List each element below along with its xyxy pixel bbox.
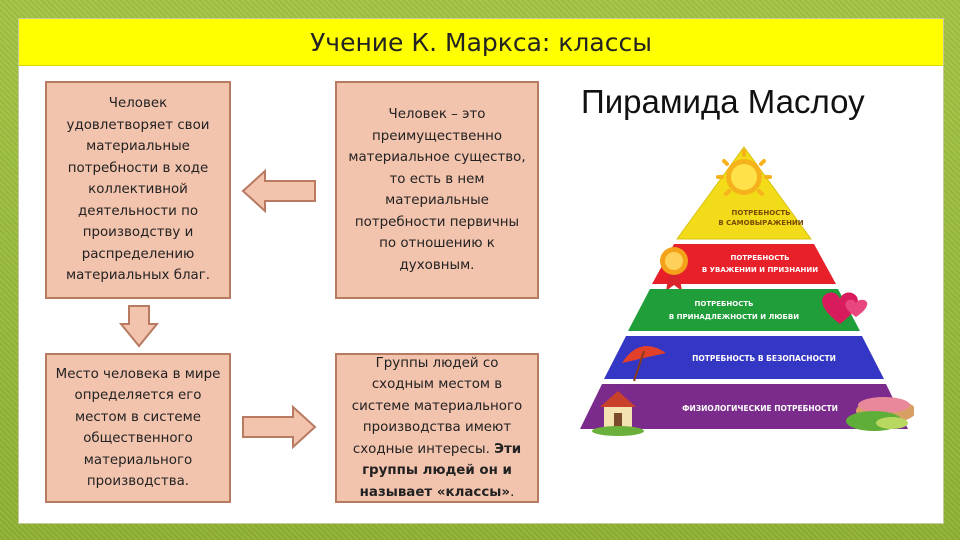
pyramid-level-5 [580,384,908,429]
level-2-line1: ПОТРЕБНОСТЬ [731,254,790,262]
level-1-line2: В САМОВЫРАЖЕНИИ [718,219,803,227]
pyramid-level-2 [652,244,836,284]
box-top-left: Человек удовлетворяет свои материальные … [45,81,231,299]
pyramid-level-3 [628,289,860,331]
slide: Учение К. Маркса: классы Человек удовлет… [18,18,944,524]
box-top-left-text: Человек удовлетворяет свои материальные … [65,96,211,284]
house-icon [592,391,644,436]
level-3-line2: В ПРИНАДЛЕЖНОСТИ И ЛЮБВИ [669,313,799,321]
maslow-title: Пирамида Маслоу [581,83,865,120]
arrow-right-icon [242,405,317,449]
arrow-left-icon [241,169,316,213]
box-bottom-left: Место человека в мире определяется его м… [45,353,231,503]
level-4-line1: ПОТРЕБНОСТЬ В БЕЗОПАСНОСТИ [692,354,836,363]
level-1-line1: ПОТРЕБНОСТЬ [732,209,791,217]
box-bottom-right-end: . [510,484,515,500]
slide-title: Учение К. Маркса: классы [19,19,943,66]
box-bottom-right-content: Группы людей со сходным местом в системе… [345,353,529,504]
level-2-line2: В УВАЖЕНИИ И ПРИЗНАНИИ [702,266,818,274]
box-bottom-right: Группы людей со сходным местом в системе… [335,353,539,503]
pyramid-level-4 [604,336,884,379]
medal-icon [660,247,688,291]
arrow-down-icon [119,305,159,348]
sandwich-icon [846,397,914,431]
level-5-line1: ФИЗИОЛОГИЧЕСКИЕ ПОТРЕБНОСТИ [682,404,838,413]
umbrella-icon [622,345,666,382]
box-bottom-right-bold: Эти группы людей он и называет «классы» [359,441,522,500]
sun-icon [716,149,772,196]
heart-icon [822,292,868,324]
box-top-right: Человек – это преимущественно материальн… [335,81,539,299]
level-3-line1: ПОТРЕБНОСТЬ [695,300,754,308]
box-bottom-right-text: Группы людей со сходным местом в системе… [351,355,523,457]
box-top-right-text: Человек – это преимущественно материальн… [348,107,526,273]
box-bottom-left-text: Место человека в мире определяется его м… [55,366,221,490]
maslow-pyramid: ПОТРЕБНОСТЬ В САМОВЫРАЖЕНИИ ПОТРЕБНОСТЬ … [580,146,914,436]
